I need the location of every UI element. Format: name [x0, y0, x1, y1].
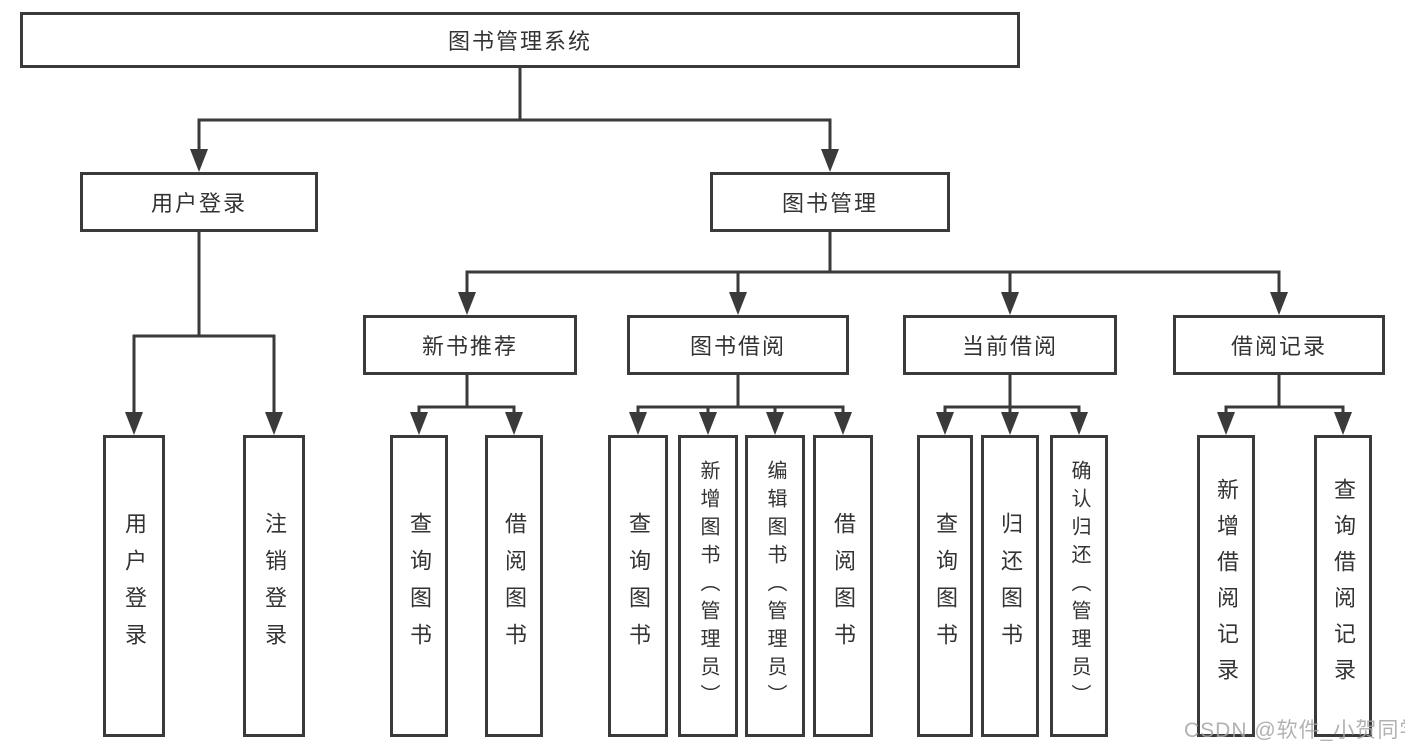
leaf-logout-label: 注销登录 — [262, 512, 287, 660]
node-root: 图书管理系统 — [20, 12, 1020, 68]
node-book-management: 图书管理 — [710, 172, 950, 232]
node-new-book-recommend-label: 新书推荐 — [421, 334, 518, 359]
leaf-borrowing-borrow-books: 借阅图书 — [813, 435, 873, 737]
node-book-borrowing-label: 图书借阅 — [689, 334, 786, 359]
leaf-borrowing-edit-books-admin: 编辑图书（管理员） — [745, 435, 805, 737]
leaf-borrowing-edit-books-admin-label: 编辑图书（管理员） — [764, 460, 786, 712]
leaf-records-query-record: 查询借阅记录 — [1314, 435, 1372, 737]
node-current-borrowing: 当前借阅 — [903, 315, 1117, 375]
leaf-borrowing-borrow-books-label: 借阅图书 — [831, 512, 856, 660]
leaf-current-query-books-label: 查询图书 — [933, 512, 958, 660]
leaf-current-return-books: 归还图书 — [981, 435, 1039, 737]
leaf-borrowing-query-books: 查询图书 — [608, 435, 668, 737]
csdn-watermark: CSDN @软件_小贺同学 — [1184, 719, 1405, 742]
node-user-login-label: 用户登录 — [150, 191, 247, 216]
node-new-book-recommend: 新书推荐 — [363, 315, 577, 375]
leaf-recommend-query-books: 查询图书 — [390, 435, 448, 737]
leaf-borrowing-add-books-admin: 新增图书（管理员） — [678, 435, 738, 737]
leaf-borrowing-query-books-label: 查询图书 — [626, 512, 651, 660]
leaf-records-add-record: 新增借阅记录 — [1197, 435, 1255, 737]
leaf-user-login: 用户登录 — [103, 435, 165, 737]
leaf-borrowing-add-books-admin-label: 新增图书（管理员） — [697, 460, 719, 712]
leaf-records-query-record-label: 查询借阅记录 — [1331, 478, 1356, 694]
leaf-recommend-borrow-books: 借阅图书 — [485, 435, 543, 737]
leaf-current-query-books: 查询图书 — [917, 435, 973, 737]
leaf-current-return-books-label: 归还图书 — [998, 512, 1023, 660]
leaf-user-login-label: 用户登录 — [122, 512, 147, 660]
leaf-recommend-query-books-label: 查询图书 — [407, 512, 432, 660]
leaf-records-add-record-label: 新增借阅记录 — [1214, 478, 1239, 694]
node-borrowing-records-label: 借阅记录 — [1230, 334, 1327, 359]
node-root-label: 图书管理系统 — [447, 29, 592, 54]
leaf-logout: 注销登录 — [243, 435, 305, 737]
node-user-login: 用户登录 — [80, 172, 318, 232]
node-borrowing-records: 借阅记录 — [1173, 315, 1385, 375]
node-current-borrowing-label: 当前借阅 — [961, 334, 1058, 359]
leaf-current-confirm-return-admin: 确认归还（管理员） — [1050, 435, 1108, 737]
node-book-management-label: 图书管理 — [781, 191, 878, 216]
leaf-current-confirm-return-admin-label: 确认归还（管理员） — [1068, 460, 1090, 712]
node-book-borrowing: 图书借阅 — [627, 315, 849, 375]
leaf-recommend-borrow-books-label: 借阅图书 — [502, 512, 527, 660]
